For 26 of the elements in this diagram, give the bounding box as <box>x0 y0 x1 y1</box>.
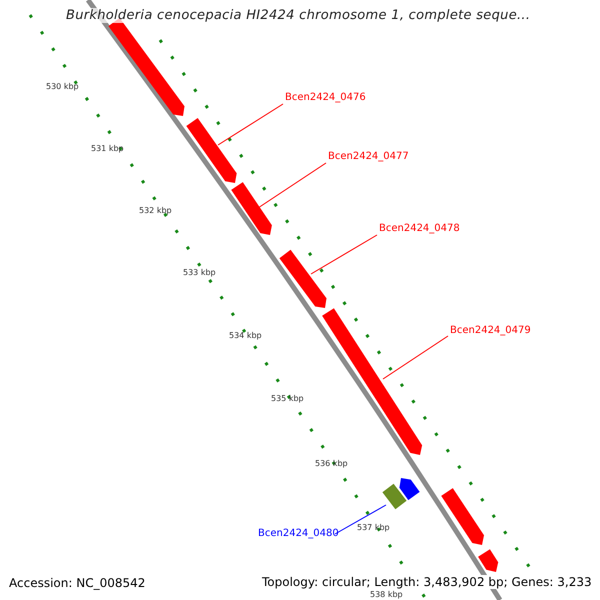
summary-text: Topology: circular; Length: 3,483,902 bp; Genes: 3,233 <box>262 575 592 589</box>
gene-feature <box>478 549 498 572</box>
tick-label: 538 kbp <box>370 590 403 599</box>
gene-label: Bcen2424_0479 <box>450 325 531 336</box>
gene-feature <box>322 308 422 455</box>
gene-feature <box>231 182 272 235</box>
gene-block <box>382 484 407 510</box>
leader-line <box>258 162 326 208</box>
tick-label: 533 kbp <box>183 268 216 277</box>
gene-label: Bcen2424_0477 <box>328 151 409 162</box>
tick-label: 536 kbp <box>315 459 348 468</box>
accession-text: Accession: NC_008542 <box>9 576 146 590</box>
gene-label: Bcen2424_0476 <box>285 92 366 103</box>
leader-line <box>382 336 448 380</box>
leader-line <box>334 504 386 534</box>
tick-label: 537 kbp <box>357 523 390 532</box>
gene-feature <box>399 478 420 500</box>
gene-feature <box>186 118 237 183</box>
gene-label: Bcen2424_0480 <box>258 528 339 539</box>
gene-feature <box>441 488 484 545</box>
gene-label: Bcen2424_0478 <box>379 223 460 234</box>
title: Burkholderia cenocepacia HI2424 chromosome 1, complete seque... <box>66 8 530 23</box>
leader-line <box>218 104 284 146</box>
tick-label: 531 kbp <box>91 144 124 153</box>
leader-line <box>310 234 378 274</box>
gene-feature <box>279 250 326 308</box>
